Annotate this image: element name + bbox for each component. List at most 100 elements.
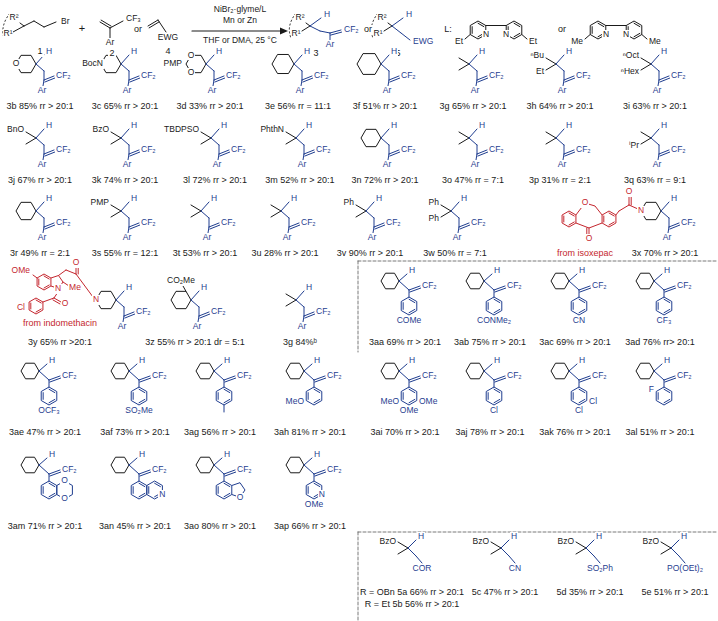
ring-bond (381, 273, 399, 289)
bond-line (488, 393, 489, 400)
bond-line (123, 316, 124, 322)
bond-line (569, 213, 574, 216)
bond-line (140, 472, 151, 476)
atom-label: NiBr₂·glyme/L (213, 5, 267, 14)
bond-line (224, 493, 230, 496)
bond-line (476, 80, 477, 86)
atom-label: OMe (11, 266, 31, 275)
bond-line (514, 33, 520, 36)
bond-line (314, 380, 315, 387)
bond-line (356, 211, 366, 217)
atom-label: CN (572, 316, 586, 325)
bond-line (44, 145, 45, 154)
atom-label: H (408, 356, 416, 365)
bond-line (399, 274, 407, 281)
bond-line (49, 493, 55, 496)
bond-line (224, 399, 230, 402)
bond-line (155, 483, 161, 486)
bond-line (579, 389, 585, 392)
atom-label: H (510, 532, 518, 541)
bond-line (664, 389, 670, 392)
atom-label: BzO (91, 125, 110, 134)
bond-line (133, 487, 134, 494)
ring-bond (216, 481, 232, 499)
bond-line (569, 222, 574, 225)
bond-line (477, 145, 478, 154)
bond-line (654, 281, 664, 290)
atom-label: H (595, 532, 603, 541)
bond-line (218, 393, 219, 400)
bond-line (121, 64, 129, 71)
bond-line (609, 213, 614, 216)
atom-label: CF₂ (225, 71, 242, 80)
bond-line (491, 542, 501, 548)
bond-line (619, 205, 629, 211)
atom-label: H (660, 47, 668, 56)
atom-label: CF₃ (656, 316, 673, 325)
bond-line (218, 154, 219, 160)
bond-line (458, 227, 459, 233)
atom-label: OCF₃ (37, 406, 60, 415)
bond-line (634, 33, 640, 36)
bond-line (409, 389, 415, 392)
atom-label: H (138, 356, 146, 365)
bond-line (191, 205, 201, 211)
bond-line (289, 218, 290, 227)
atom-label: H (215, 47, 223, 56)
bond-line (111, 211, 121, 217)
bond-line (214, 458, 222, 465)
compound-caption: 3ah 81% rr > 20:1 (273, 428, 347, 438)
bond-line (286, 300, 296, 306)
compound-caption: 3s 55% rr = 12:1 (91, 249, 159, 259)
bond-line (472, 27, 473, 34)
bond-line (218, 487, 219, 494)
bond-line (409, 380, 410, 387)
atom-label: Ar (652, 86, 663, 95)
compound-caption: 3aa 69% rr > 20:1 (368, 338, 442, 348)
ring-bond (29, 298, 43, 314)
bond-line (366, 202, 374, 211)
compound-caption: 3ae 47% rr > 20:1 (8, 428, 82, 438)
atom-label: CF₂ (55, 145, 72, 154)
atom-label: Et (454, 37, 464, 46)
bond-line (201, 132, 211, 138)
bond-line (111, 205, 121, 211)
atom-label: OMe (304, 500, 324, 509)
bond-line (294, 64, 302, 71)
bond-line (381, 64, 389, 71)
atom-label: Ar (297, 160, 308, 169)
atom-label: H (303, 47, 311, 56)
atom-label: SO₂Ph (586, 564, 614, 573)
bond-line (286, 132, 296, 138)
compound-caption: 3ap 66% rr > 20:1 (273, 522, 347, 532)
bond-line (494, 299, 500, 302)
bond-line (409, 309, 415, 312)
bond-line (408, 540, 416, 548)
compound-caption: 3af 73% rr > 20:1 (99, 428, 170, 438)
atom-label: H (45, 121, 53, 130)
atom-label: Ar (452, 233, 463, 242)
atom-label: Ph (343, 198, 355, 207)
bond-line (158, 20, 166, 32)
atom-label: CF₂ (61, 465, 78, 474)
ring-bond (551, 363, 569, 379)
ring-bond (571, 387, 587, 405)
bond-line (459, 58, 469, 64)
bond-line (111, 138, 121, 144)
bond-line (679, 556, 685, 563)
atom-label: Me (570, 37, 584, 46)
atom-label: N (637, 206, 645, 215)
atom-label: O (12, 59, 21, 68)
reaction-arrowhead (280, 28, 288, 35)
atom-label: Ar (282, 233, 293, 242)
atom-label: Ar (122, 86, 133, 95)
bond-line (139, 380, 140, 387)
bond-line (139, 389, 145, 392)
bond-line (13, 26, 24, 32)
bond-line (304, 364, 312, 371)
bond-line (494, 309, 500, 312)
bond-line (668, 227, 669, 233)
bond-line (271, 211, 281, 217)
bond-line (314, 483, 320, 486)
bond-line (304, 465, 314, 474)
